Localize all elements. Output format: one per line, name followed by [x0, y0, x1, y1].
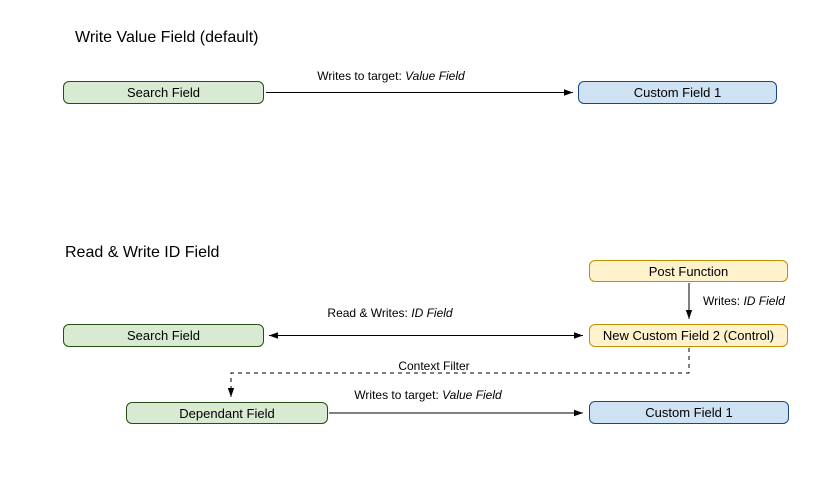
node-new-custom-field-2: New Custom Field 2 (Control) — [589, 324, 788, 347]
edge-label-read-writes-id: Read & Writes: ID Field — [327, 306, 453, 320]
edge-label-writes-to-target-id: Writes to target: Value Field — [354, 388, 502, 402]
section-title-read-write-id-field: Read & Write ID Field — [65, 244, 220, 261]
node-label: Search Field — [127, 85, 200, 100]
node-label: Custom Field 1 — [645, 405, 733, 420]
section-title-write-value-field: Write Value Field (default) — [75, 29, 259, 46]
edge-label-context-filter: Context Filter — [398, 359, 470, 373]
node-post-function: Post Function — [589, 260, 788, 282]
node-dependant-field: Dependant Field — [126, 402, 328, 424]
node-custom-field-1-default: Custom Field 1 — [578, 81, 777, 104]
edge-label-writes-to-target-default: Writes to target: Value Field — [317, 69, 465, 83]
edge-label-writes-id: Writes: ID Field — [703, 294, 785, 308]
node-label: Post Function — [648, 263, 729, 279]
node-search-field-default: Search Field — [63, 81, 264, 104]
node-custom-field-1-id: Custom Field 1 — [589, 401, 789, 424]
node-search-field-id: Search Field — [63, 324, 264, 347]
node-label: Search Field — [127, 328, 200, 343]
node-label: Dependant Field — [179, 405, 275, 421]
node-label: New Custom Field 2 (Control) — [602, 328, 775, 343]
node-label: Custom Field 1 — [633, 85, 722, 100]
